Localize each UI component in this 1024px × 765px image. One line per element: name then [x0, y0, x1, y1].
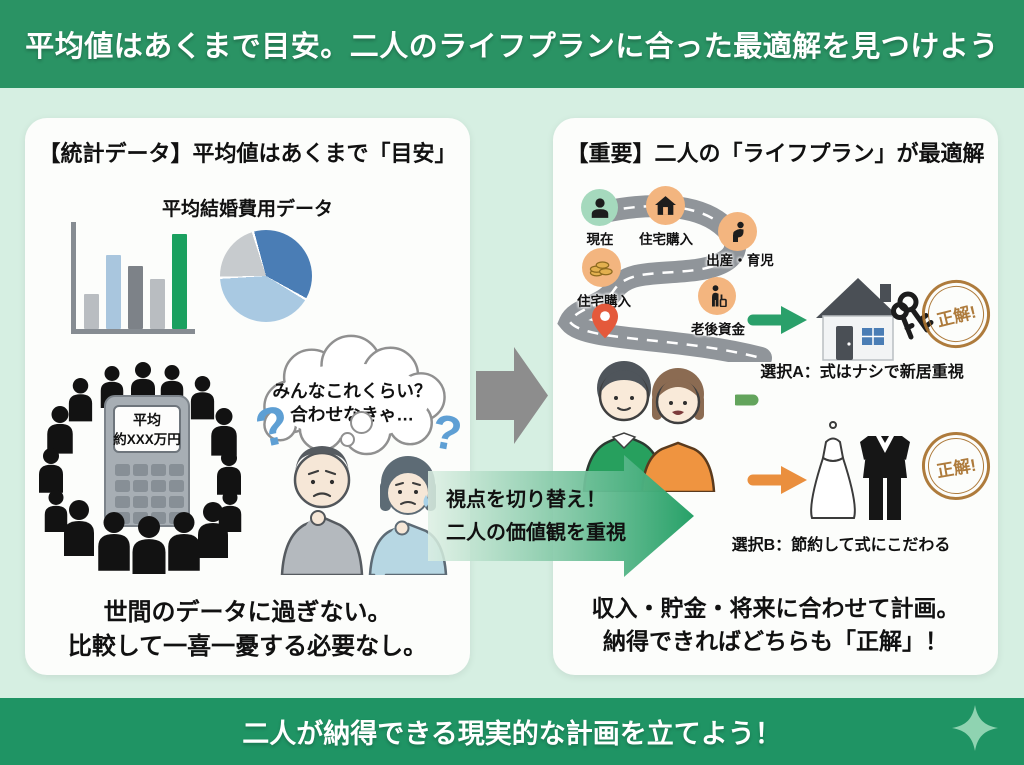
- right-panel-title: 【重要】二人の「ライフプラン」が最適解: [566, 141, 985, 166]
- bar: [84, 293, 99, 329]
- milestone-house: [646, 186, 685, 225]
- statistics-panel: 【統計データ】平均値はあくまで「目安」 平均結婚費用データ みんなこれくらい？ …: [25, 118, 470, 675]
- bar-chart: [71, 222, 195, 334]
- new-home-keys-icon: [816, 278, 934, 361]
- choice-branch: [735, 306, 807, 494]
- top-banner-title: 平均値はあくまで目安。二人のライフプランに合った最適解を見つけよう: [25, 31, 999, 63]
- milestone-home-purchase: [582, 248, 621, 287]
- couple-illustration: [582, 361, 716, 492]
- orange-arrowhead-icon: [781, 466, 807, 494]
- choice-a-label: 選択A：式はナシで新居重視: [760, 364, 964, 381]
- sparkle-icon: [952, 705, 998, 751]
- worried-couple-illustration: [280, 446, 448, 575]
- calculator-icon: 平均 約XXX万円: [104, 395, 190, 527]
- bubble-tail-dot: [340, 432, 355, 447]
- pie-chart: [220, 230, 312, 322]
- bottom-banner: 二人が納得できる現実的な計画を立てよう！: [0, 698, 1024, 765]
- chart-title: 平均結婚費用データ: [161, 199, 333, 220]
- transition-line1: 視点を切り替え！: [446, 489, 606, 511]
- left-panel-title: 【統計データ】平均値はあくまで「目安」: [38, 141, 457, 166]
- stamp-text: 正解!: [935, 455, 978, 481]
- right-conclusion-line2: 納得できればどちらも「正解」！: [603, 627, 948, 654]
- milestone-label: 住宅購入: [639, 232, 693, 247]
- map-pin-icon: [592, 303, 618, 339]
- right-conclusion-line1: 収入・貯金・将来に合わせて計画。: [591, 595, 960, 621]
- lifeplan-road: [557, 195, 772, 362]
- calculator-display-line1: 平均: [133, 412, 161, 428]
- milestone-retirement: [698, 277, 736, 315]
- coins-icon: [589, 260, 613, 277]
- right-conclusion: 収入・貯金・将来に合わせて計画。 納得できればどちらも「正解」！: [553, 592, 998, 657]
- lifeplan-panel: 【重要】二人の「ライフプラン」が最適解 現在 住宅購入 出産・育児 住宅購入 老…: [553, 118, 998, 675]
- right-arrow-icon: [476, 347, 548, 444]
- milestone-label: 住宅購入: [577, 294, 631, 309]
- milestone-label: 出産・育児: [706, 253, 774, 268]
- mother-baby-icon: [732, 221, 744, 242]
- transition-arrow: [428, 455, 694, 577]
- stamp-text: 正解!: [934, 301, 979, 330]
- milestone-label: 現在: [586, 232, 614, 247]
- bar: [172, 233, 187, 329]
- left-conclusion-line1: 世間のデータに過ぎない。: [103, 599, 392, 626]
- bottom-banner-title: 二人が納得できる現実的な計画を立てよう！: [242, 719, 782, 749]
- milestone-childbirth: [718, 212, 757, 251]
- left-conclusion: 世間のデータに過ぎない。 比較して一喜一憂する必要なし。: [25, 596, 470, 664]
- left-conclusion-line2: 比較して一喜一憂する必要なし。: [67, 633, 428, 661]
- house-icon: [655, 196, 676, 215]
- transition-line2: 二人の価値観を重視: [446, 522, 626, 544]
- green-arrowhead-icon: [781, 306, 807, 334]
- elderly-cane-icon: [711, 285, 727, 307]
- correct-stamp: 正解!: [916, 426, 996, 506]
- thought-bubble-line1: みんなこれくらい？: [272, 381, 431, 401]
- milestone-current: [581, 189, 618, 226]
- calculator-display-line2: 約XXX万円: [113, 431, 181, 447]
- crowd-calculator-illustration: 平均 約XXX万円: [39, 362, 242, 574]
- milestone-label: 老後資金: [691, 322, 745, 337]
- wedding-dress-tuxedo-icon: [810, 421, 910, 520]
- choice-b-label: 選択B：節約して式にこだわる: [731, 537, 951, 554]
- bubble-tail-dot: [350, 411, 373, 434]
- transition-label: 視点を切り替え！ 二人の価値観を重視: [446, 484, 626, 550]
- bar: [106, 255, 121, 329]
- top-banner: 平均値はあくまで目安。二人のライフプランに合った最適解を見つけよう: [0, 0, 1024, 88]
- bar: [128, 265, 143, 329]
- person-icon: [591, 197, 608, 218]
- bar: [150, 278, 165, 329]
